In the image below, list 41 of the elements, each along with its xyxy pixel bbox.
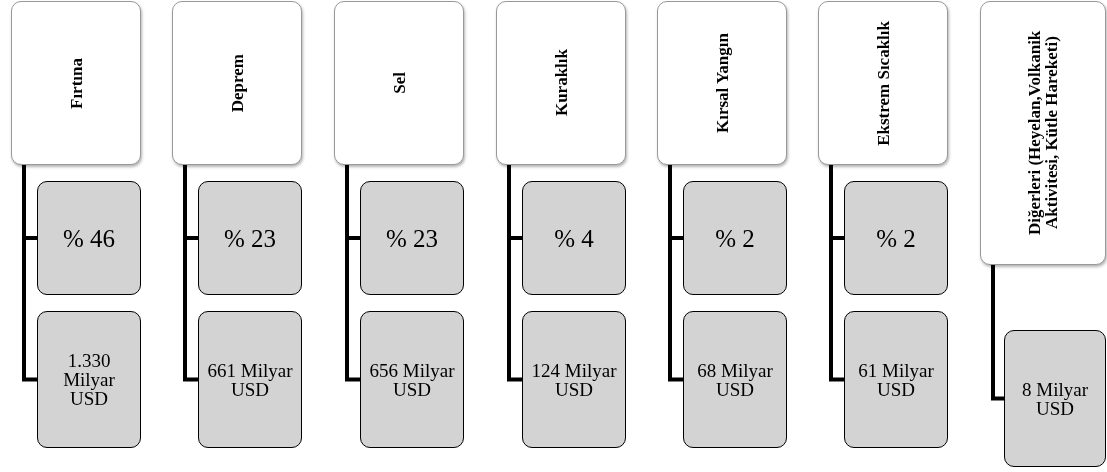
value-label: % 23	[222, 225, 278, 251]
category-box	[657, 1, 787, 165]
value-label: 61 Milyar USD	[857, 360, 935, 399]
category-box	[496, 1, 626, 165]
category-label: Kırsal Yangın	[713, 33, 731, 133]
value-box	[1004, 330, 1106, 467]
category-label: Fırtına	[67, 57, 85, 109]
value-box	[37, 311, 141, 448]
value-label: 1.330 Milyar USD	[62, 351, 116, 408]
value-box	[683, 311, 787, 448]
value-label: % 4	[553, 225, 595, 251]
value-label: % 2	[714, 225, 756, 251]
value-box	[198, 311, 302, 448]
value-label: 656 Milyar USD	[368, 360, 456, 399]
category-box	[172, 1, 302, 165]
category-box	[980, 1, 1106, 265]
value-label: 661 Milyar USD	[206, 360, 294, 399]
value-box	[360, 181, 464, 295]
value-box	[844, 311, 948, 448]
value-box	[37, 181, 141, 295]
category-label: Diğerleri (Heyelan,Volkanik Aktivitesi, Kütle Hareketi)	[1026, 29, 1060, 238]
value-box	[683, 181, 787, 295]
category-box	[334, 1, 464, 165]
category-label: Kuraklık	[552, 49, 570, 117]
value-box	[198, 181, 302, 295]
value-box	[360, 311, 464, 448]
category-box	[11, 1, 141, 165]
value-label: % 2	[875, 225, 917, 251]
value-label: % 23	[384, 225, 440, 251]
value-label: 124 Milyar USD	[530, 360, 618, 399]
value-label: % 46	[61, 225, 117, 251]
connector-line	[991, 265, 1004, 401]
value-box	[522, 181, 626, 295]
value-box	[844, 181, 948, 295]
category-box	[818, 1, 948, 165]
value-box	[522, 311, 626, 448]
value-label: 68 Milyar USD	[696, 360, 774, 399]
value-label: 8 Milyar USD	[1021, 379, 1089, 418]
category-label: Sel	[390, 72, 408, 94]
category-label: Deprem	[228, 53, 246, 113]
category-label: Ekstrem Sıcaklık	[874, 20, 892, 146]
